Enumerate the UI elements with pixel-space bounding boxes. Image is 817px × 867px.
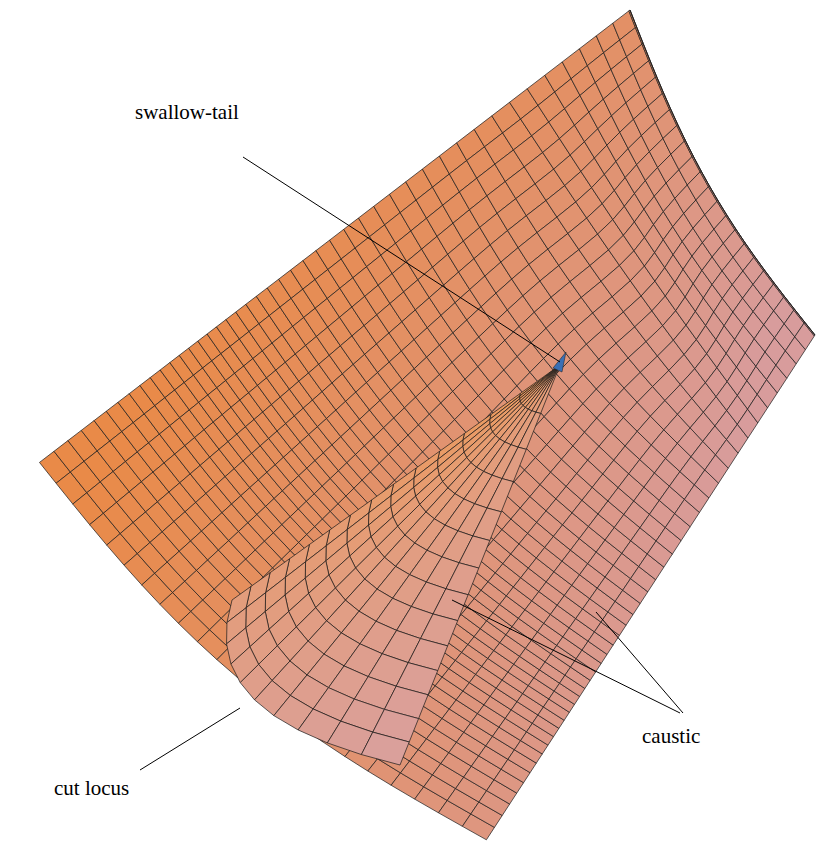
surface-cell [717,200,727,215]
wedge-cell [473,508,501,541]
surface-cell [663,93,670,109]
surface-cell [784,296,795,310]
surface-cell [630,10,637,27]
surface-cell [685,140,693,155]
leader-line [140,708,240,770]
surface-cell [784,296,794,309]
wedge-cell [361,732,409,765]
surface-cell [655,76,663,93]
surface-cell [774,283,784,296]
callout-label: cut locus [52,776,131,800]
surface-cell [795,323,815,350]
surface-cell [662,93,670,110]
wedge-cell [518,412,541,449]
surface-cell [701,171,709,186]
surface-cell [794,309,804,322]
surface-cell [726,215,736,230]
surface-cell [709,186,718,201]
wedge-cell [487,479,513,512]
surface-cell [637,27,644,44]
surface-cell [642,43,650,60]
surface-cell [718,200,727,214]
surface-cell [805,322,815,335]
surface-mesh [39,10,815,840]
surface-cell [670,109,677,125]
surface-cell [649,60,657,77]
leader-line [596,612,683,713]
surface-cell [773,283,784,297]
surface-cell [735,229,745,244]
surface-cell [657,76,664,92]
surface-cell [678,125,686,141]
surface-cell [629,10,637,28]
surface-cell [669,109,677,126]
surface-cell [635,27,643,45]
surface-cell [650,60,657,76]
callout-label: swallow-tail [133,100,241,124]
wedge-cell [536,365,560,413]
surface-cell [677,125,686,142]
leader-line [452,600,680,713]
surface-cell [804,322,815,336]
wedge-cell [459,536,490,568]
surface-cell [764,270,774,283]
leader-lines [140,157,683,770]
surface-cell [744,243,754,258]
surface-cell [684,140,693,156]
surface-cell [693,156,701,171]
leader-line [243,157,560,362]
surface-cell [754,256,765,270]
swallow-tail-wedge [227,365,560,765]
wedge-cell [532,365,560,412]
surface-cell [794,309,805,323]
surface-cell [736,229,745,243]
callout-label: caustic [640,724,702,748]
surface-cell [643,43,650,60]
surface-cell [692,156,701,172]
surface-cell [708,186,717,202]
surface-cell [764,270,775,284]
surface-cell [745,243,755,257]
wedge-cell [502,447,526,482]
surface-cell [727,215,736,229]
surface-cell [700,171,709,187]
surface-cell [755,256,765,269]
